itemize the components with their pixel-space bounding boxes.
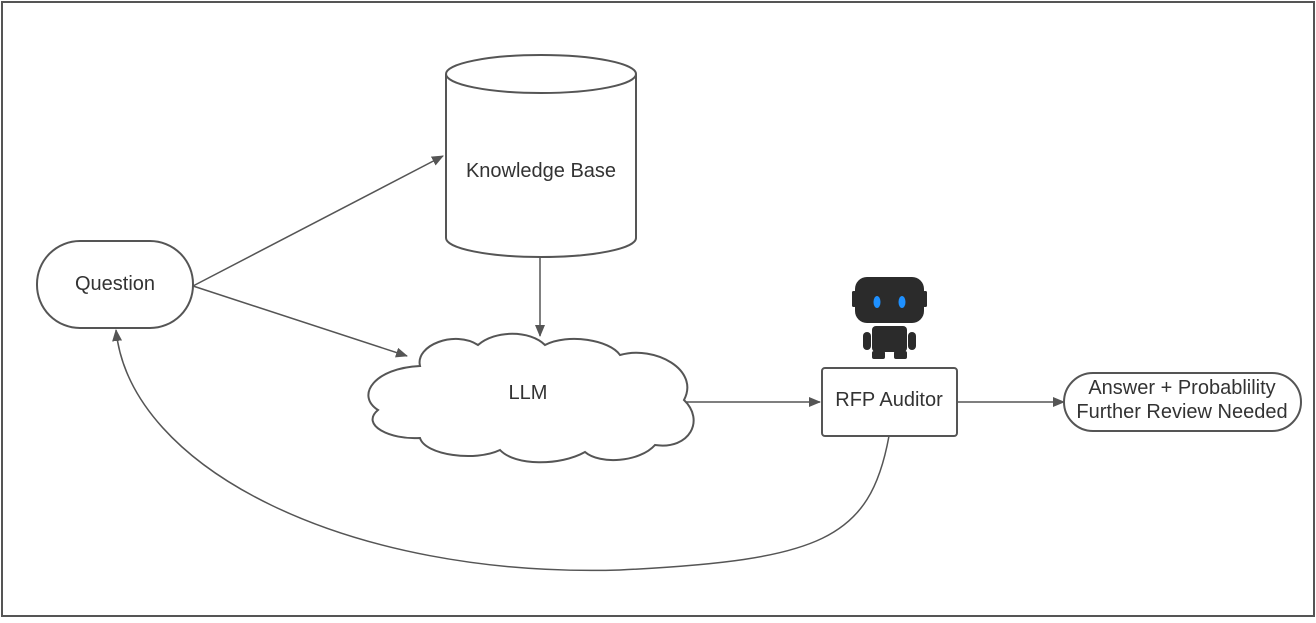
knowledge-base-node[interactable]: Knowledge Base: [445, 54, 637, 258]
llm-cloud-shape: [367, 332, 695, 464]
question-node[interactable]: Question: [36, 240, 194, 329]
robot-right-eye: [898, 296, 906, 308]
robot-icon: [852, 277, 927, 359]
robot-right-foot: [894, 351, 907, 359]
robot-right-arm: [908, 332, 916, 350]
rfp-auditor-shape: [821, 367, 958, 437]
output-label-line2: Further Review Needed: [1076, 401, 1287, 423]
llm-node[interactable]: LLM: [367, 332, 695, 464]
robot-left-arm: [863, 332, 871, 350]
robot-head: [855, 277, 924, 323]
llm-label: LLM: [509, 382, 548, 404]
knowledge-base-cylinder-body: [445, 74, 637, 258]
rfp-auditor-node[interactable]: RFP Auditor: [821, 367, 958, 437]
robot-torso: [872, 326, 907, 352]
rfp-auditor-label: RFP Auditor: [835, 389, 943, 411]
output-node-shape: [1063, 372, 1302, 432]
knowledge-base-cylinder-top: [445, 54, 637, 94]
knowledge-base-label: Knowledge Base: [466, 160, 616, 182]
edge-question-to-llm: [192, 285, 408, 358]
output-label-line1: Answer + Probablility: [1088, 377, 1275, 399]
robot-left-eye: [873, 296, 881, 308]
question-node-shape: [36, 240, 194, 329]
output-node[interactable]: Answer + Probablility Further Review Nee…: [1063, 372, 1302, 432]
edge-question-to-knowledge-base: [192, 155, 444, 287]
question-label: Question: [75, 273, 155, 295]
robot-left-foot: [872, 351, 885, 359]
edge-rfp-auditor-to-question-feedback: [112, 329, 890, 572]
